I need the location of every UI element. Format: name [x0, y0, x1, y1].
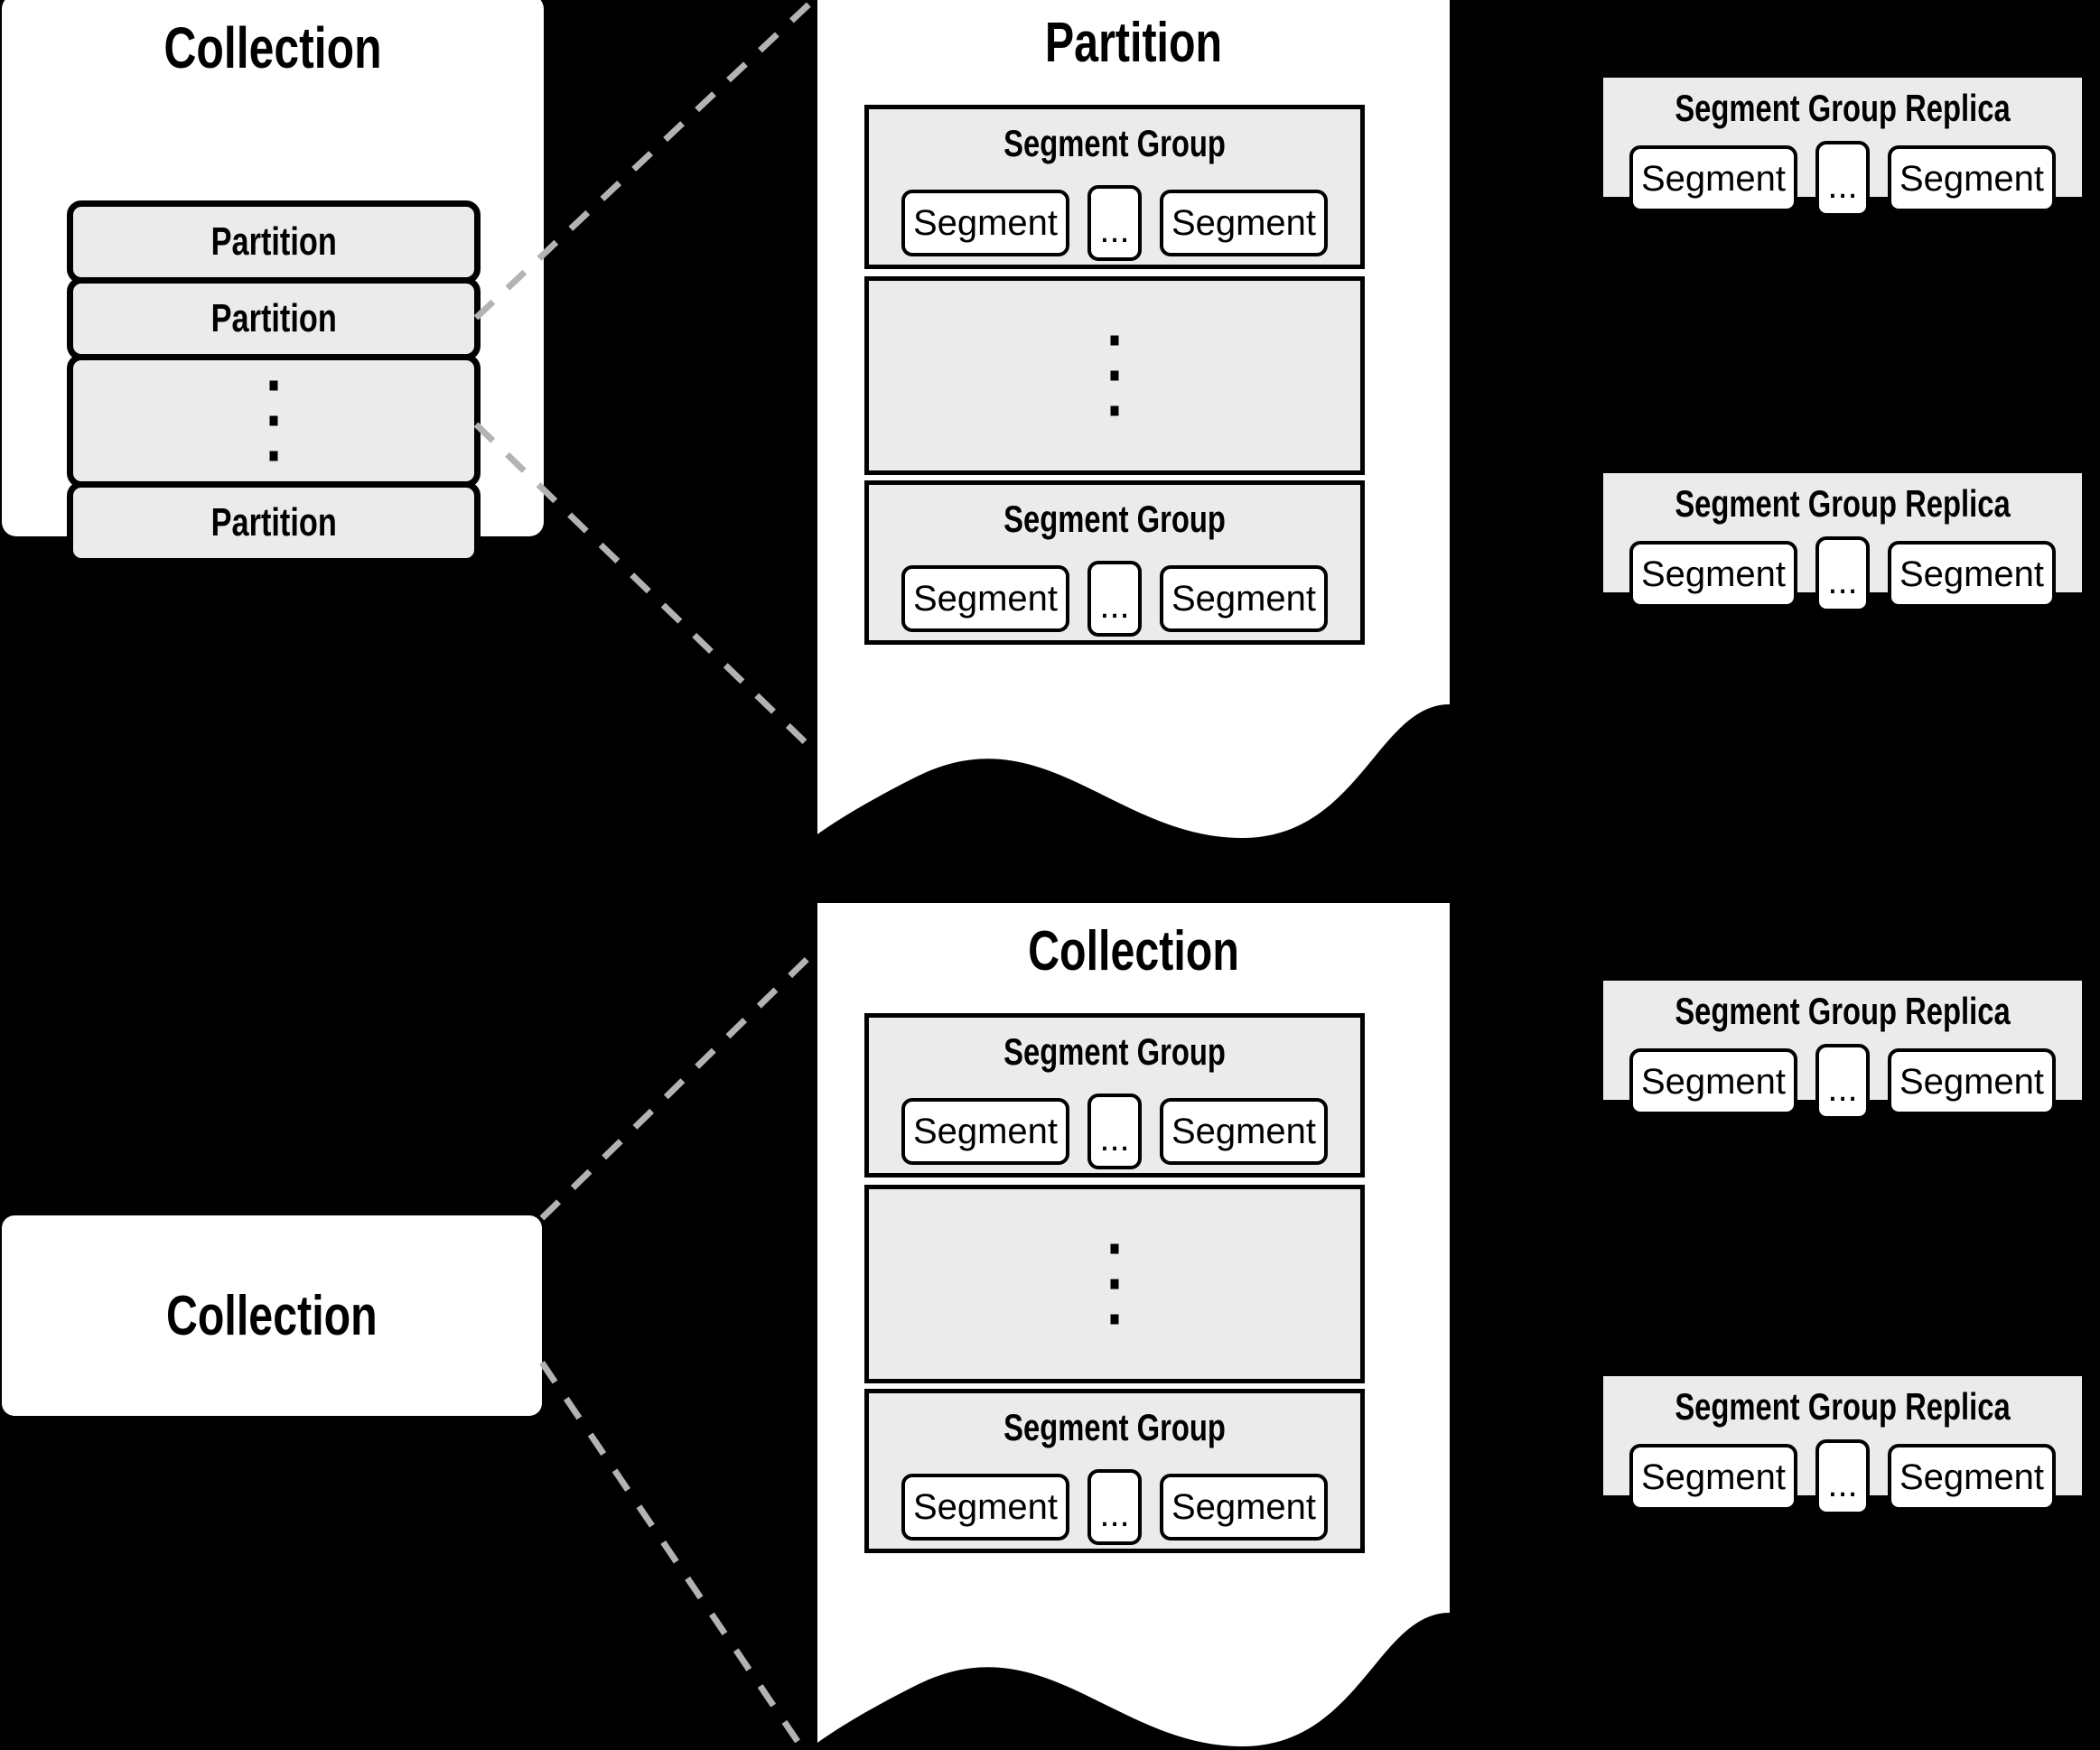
bottom-collection-box[interactable]: Collection	[2, 1215, 542, 1416]
segment-group-replica-box[interactable]: Segment Group Replica Segment ... Segmen…	[1603, 473, 2082, 612]
segment-group-ellipsis-box	[864, 1185, 1365, 1383]
segment-group-replica-title: Segment Group Replica	[1675, 482, 2011, 525]
segment-ellipsis: ...	[1087, 561, 1142, 637]
torn-bottom-edge	[817, 1569, 1450, 1746]
segment-box[interactable]: Segment	[901, 1098, 1069, 1165]
segment-box[interactable]: Segment	[901, 1474, 1069, 1541]
segment-group-box[interactable]: Segment Group Segment ... Segment	[864, 1013, 1365, 1178]
segment-ellipsis: ...	[1087, 1469, 1142, 1545]
segment-group-replica-title: Segment Group Replica	[1675, 1385, 2011, 1428]
partition-label: Partition	[210, 500, 337, 545]
partition-label: Partition	[210, 296, 337, 340]
segment-box[interactable]: Segment	[1160, 1474, 1328, 1541]
segment-box[interactable]: Segment	[901, 565, 1069, 632]
segment-ellipsis: ...	[1815, 536, 1870, 612]
segment-ellipsis: ...	[1815, 1439, 1870, 1515]
segment-group-ellipsis-box	[864, 276, 1365, 475]
segment-box[interactable]: Segment	[1888, 541, 2056, 608]
top-collection-panel: Collection Partition Partition Partition	[2, 0, 544, 564]
top-detail-title: Partition	[1044, 12, 1223, 74]
segment-group-title: Segment Group	[1003, 1406, 1226, 1448]
segment-group-replica-box[interactable]: Segment Group Replica Segment ... Segmen…	[1603, 981, 2082, 1120]
bottom-connector-lines	[539, 946, 820, 1750]
segment-group-box[interactable]: Segment Group Segment ... Segment	[864, 480, 1365, 645]
segment-group-title: Segment Group	[1003, 1030, 1226, 1073]
top-connector-lines	[473, 0, 820, 757]
vertical-ellipsis-icon	[1110, 1232, 1119, 1337]
segment-box[interactable]: Segment	[1160, 565, 1328, 632]
segment-box[interactable]: Segment	[1629, 1048, 1797, 1115]
segment-ellipsis: ...	[1087, 185, 1142, 261]
segment-group-replica-title: Segment Group Replica	[1675, 990, 2011, 1032]
partition-list-item[interactable]: Partition	[67, 277, 481, 360]
partition-list-ellipsis	[67, 354, 481, 488]
segment-box[interactable]: Segment	[1160, 190, 1328, 256]
partition-label: Partition	[210, 219, 337, 264]
segment-group-replica-title: Segment Group Replica	[1675, 87, 2011, 129]
segment-group-replica-box[interactable]: Segment Group Replica Segment ... Segmen…	[1603, 1376, 2082, 1515]
segment-group-box[interactable]: Segment Group Segment ... Segment	[864, 1389, 1365, 1553]
top-collection-title: Collection	[163, 15, 382, 80]
torn-bottom-edge	[817, 661, 1450, 838]
segment-group-title: Segment Group	[1003, 498, 1226, 540]
bottom-collection-label: Collection	[166, 1284, 378, 1347]
segment-group-replica-box[interactable]: Segment Group Replica Segment ... Segmen…	[1603, 78, 2082, 217]
segment-box[interactable]: Segment	[1629, 541, 1797, 608]
segment-ellipsis: ...	[1087, 1094, 1142, 1169]
segment-box[interactable]: Segment	[1888, 1444, 2056, 1511]
segment-box[interactable]: Segment	[1888, 145, 2056, 212]
segment-box[interactable]: Segment	[1629, 145, 1797, 212]
top-partition-list: Partition Partition Partition	[67, 200, 481, 564]
segment-ellipsis: ...	[1815, 141, 1870, 217]
segment-ellipsis: ...	[1815, 1044, 1870, 1120]
segment-box[interactable]: Segment	[1888, 1048, 2056, 1115]
segment-box[interactable]: Segment	[1629, 1444, 1797, 1511]
segment-box[interactable]: Segment	[901, 190, 1069, 256]
vertical-ellipsis-icon	[269, 368, 278, 474]
segment-group-title: Segment Group	[1003, 122, 1226, 164]
bottom-detail-title: Collection	[1028, 920, 1239, 982]
segment-group-box[interactable]: Segment Group Segment ... Segment	[864, 105, 1365, 269]
vertical-ellipsis-icon	[1110, 323, 1119, 429]
partition-list-item[interactable]: Partition	[67, 481, 481, 564]
segment-box[interactable]: Segment	[1160, 1098, 1328, 1165]
